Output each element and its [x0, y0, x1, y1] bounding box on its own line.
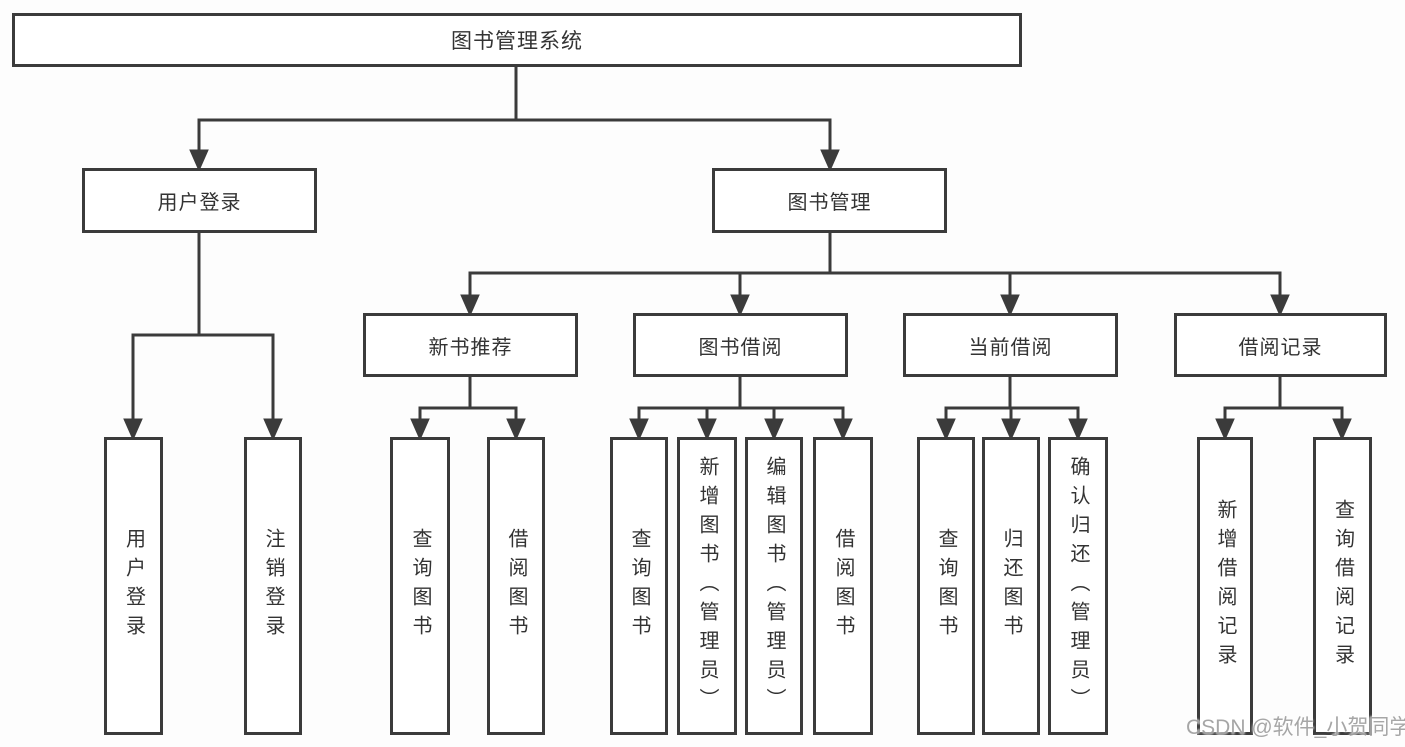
node-borrow-records-label: 借阅记录	[1238, 336, 1323, 359]
leaf-add-books-admin-label: 新增图书（管理员）	[696, 455, 718, 717]
arrowhead	[1215, 418, 1235, 441]
leaf-return-books: 归还图书	[982, 437, 1040, 735]
connector-user-login-branch	[123, 233, 283, 441]
arrowhead	[1000, 294, 1020, 317]
arrowhead	[1270, 294, 1290, 317]
leaf-query-books-borrow: 查询图书	[610, 437, 668, 735]
node-current-borrow: 当前借阅	[903, 313, 1118, 377]
leaf-user-login: 用户登录	[104, 437, 163, 735]
arrowhead	[189, 149, 209, 172]
leaf-query-books-current-label: 查询图书	[935, 528, 957, 644]
leaf-borrow-books: 借阅图书	[813, 437, 873, 735]
leaf-user-login-label: 用户登录	[122, 528, 145, 644]
leaf-query-books-borrow-label: 查询图书	[628, 528, 650, 644]
arrowhead	[936, 418, 956, 441]
node-borrow-records: 借阅记录	[1174, 313, 1387, 377]
node-root-label: 图书管理系统	[451, 30, 583, 53]
connector-new-book-rec-branch	[410, 377, 526, 441]
leaf-confirm-return-admin: 确认归还（管理员）	[1048, 437, 1108, 735]
arrowhead	[460, 294, 480, 317]
leaf-return-books-label: 归还图书	[1000, 528, 1022, 644]
arrowhead	[764, 418, 784, 441]
node-root: 图书管理系统	[12, 13, 1022, 67]
arrowhead	[1332, 418, 1352, 441]
node-book-mgmt: 图书管理	[712, 168, 947, 233]
leaf-add-books-admin: 新增图书（管理员）	[677, 437, 737, 735]
connector-current-borrow-branch	[936, 377, 1088, 441]
arrowhead	[629, 418, 649, 441]
leaf-query-books-current: 查询图书	[917, 437, 975, 735]
connector-root-to-level2	[189, 67, 840, 172]
leaf-add-borrow-record: 新增借阅记录	[1197, 437, 1253, 735]
node-book-borrow: 图书借阅	[633, 313, 848, 377]
connector-borrow-records-branch	[1215, 377, 1352, 441]
connector-book-mgmt-to-level3	[460, 233, 1290, 317]
arrowhead	[730, 294, 750, 317]
arrowhead	[1001, 418, 1021, 441]
node-new-book-rec: 新书推荐	[363, 313, 578, 377]
node-user-login-label: 用户登录	[157, 192, 242, 214]
arrowhead	[833, 418, 853, 441]
leaf-borrow-books-rec: 借阅图书	[487, 437, 545, 735]
arrowhead	[410, 418, 430, 441]
leaf-borrow-books-rec-label: 借阅图书	[505, 528, 527, 644]
leaf-query-borrow-record-label: 查询借阅记录	[1331, 499, 1354, 673]
leaf-query-books-rec-label: 查询图书	[409, 528, 431, 644]
leaf-logout-label: 注销登录	[262, 528, 284, 644]
node-user-login: 用户登录	[82, 168, 317, 233]
leaf-query-books-rec: 查询图书	[390, 437, 450, 735]
node-book-mgmt-label: 图书管理	[787, 192, 872, 214]
watermark: CSDN @软件_小贺同学	[1186, 716, 1405, 739]
node-current-borrow-label: 当前借阅	[968, 336, 1053, 359]
connector-book-borrow-branch	[629, 377, 853, 441]
leaf-borrow-books-label: 借阅图书	[832, 528, 854, 644]
arrowhead	[820, 149, 840, 172]
leaf-query-borrow-record: 查询借阅记录	[1313, 437, 1372, 735]
node-book-borrow-label: 图书借阅	[698, 336, 783, 359]
leaf-edit-books-admin: 编辑图书（管理员）	[745, 437, 803, 735]
arrowhead	[697, 418, 717, 441]
arrowhead	[123, 418, 143, 441]
leaf-confirm-return-admin-label: 确认归还（管理员）	[1067, 455, 1089, 717]
leaf-add-borrow-record-label: 新增借阅记录	[1214, 499, 1236, 673]
arrowhead	[506, 418, 526, 441]
arrowhead	[1068, 418, 1088, 441]
leaf-logout: 注销登录	[244, 437, 302, 735]
arrowhead	[263, 418, 283, 441]
leaf-edit-books-admin-label: 编辑图书（管理员）	[763, 455, 785, 717]
node-new-book-rec-label: 新书推荐	[428, 336, 513, 359]
